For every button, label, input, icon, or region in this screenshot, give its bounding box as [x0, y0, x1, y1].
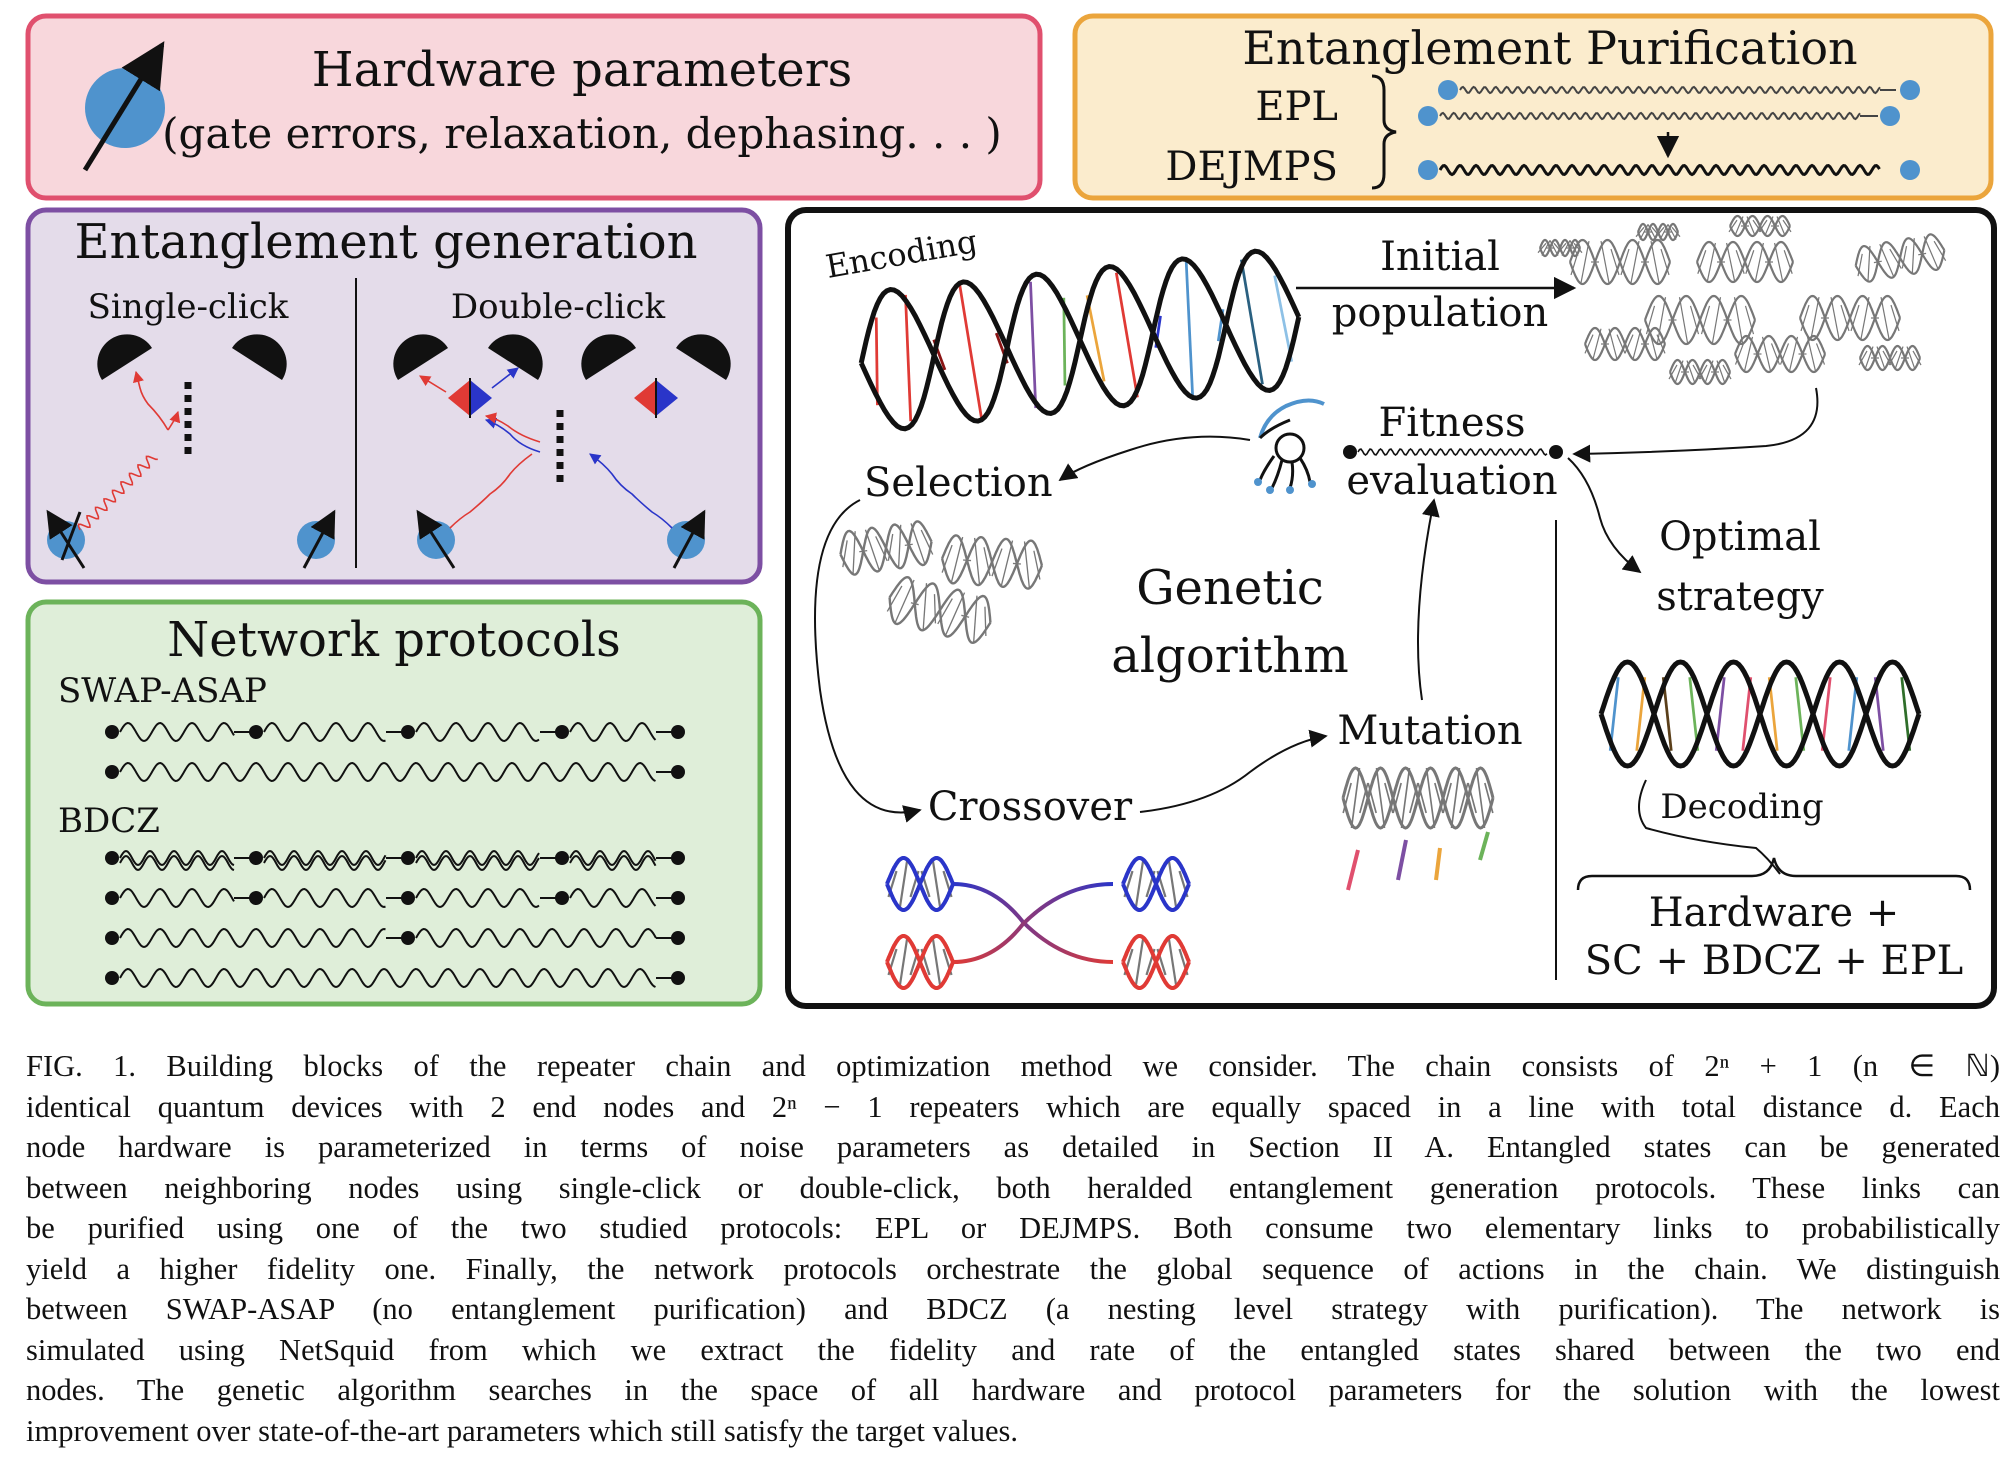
detector-icon	[581, 334, 636, 380]
protocol-dejmps: DEJMPS	[1165, 144, 1338, 190]
single-click-label: Single-click	[88, 287, 289, 327]
detector-icon	[97, 334, 152, 380]
mutation-label: Mutation	[1337, 708, 1522, 754]
detector-icon	[393, 334, 448, 380]
caption-line: between SWAP-ASAP (no entanglement purif…	[26, 1292, 2000, 1326]
strategy-label: strategy	[1656, 574, 1824, 620]
caption-line: identical quantum devices with 2 end nod…	[26, 1089, 2000, 1124]
caption-line: FIG. 1. Building blocks of the repeater …	[26, 1049, 2000, 1083]
detector-icon	[488, 334, 543, 380]
caption-line: simulated using NetSquid from which we e…	[26, 1332, 2000, 1367]
population-label: population	[1332, 290, 1548, 336]
caption-line: nodes. The genetic algorithm searches in…	[26, 1373, 2000, 1407]
double-click-label: Double-click	[451, 287, 666, 327]
brace	[1371, 74, 1397, 190]
generation-panel: Entanglement generation Single-click Dou…	[25, 207, 763, 585]
selection-dna	[839, 520, 1044, 645]
caption-line: improvement over state-of-the-art parame…	[26, 1413, 1019, 1448]
network-panel: Network protocols SWAP-ASAP BDCZ	[25, 599, 763, 1007]
protocol-swap-asap: SWAP-ASAP	[58, 671, 267, 711]
protocol-epl: EPL	[1255, 84, 1338, 130]
hardware-subtitle: (gate errors, relaxation, dephasing. . .…	[162, 109, 1002, 158]
encoding-dna	[858, 248, 1302, 432]
algorithm-title: algorithm	[1111, 628, 1349, 684]
optimal-label: Optimal	[1659, 514, 1821, 560]
purification-title: Entanglement Purification	[1242, 21, 1857, 75]
caption-line: between neighboring nodes using single-c…	[26, 1170, 2000, 1205]
evaluation-label: evaluation	[1346, 458, 1557, 504]
caption-line: yield a higher fidelity one. Finally, th…	[26, 1251, 2000, 1286]
purification-panel: Entanglement Purification EPL DEJMPS	[1072, 13, 1994, 201]
genetic-panel: Encoding Initial population Fitness eval…	[785, 207, 1997, 1009]
result-protocols: SC + BDCZ + EPL	[1585, 938, 1963, 984]
selection-label: Selection	[864, 460, 1053, 506]
detector-icon	[676, 334, 731, 380]
optimal-dna	[1598, 659, 1922, 769]
figure-caption: FIG. 1. Building blocks of the repeater …	[26, 1046, 2000, 1451]
initial-label: Initial	[1380, 234, 1500, 280]
protocol-bdcz: BDCZ	[58, 801, 160, 841]
caption-line: be purified using one of the two studied…	[26, 1211, 2000, 1245]
network-title: Network protocols	[167, 612, 621, 668]
mutation-dna	[1341, 766, 1495, 891]
crossover-dna	[885, 856, 1191, 990]
decoding-label: Decoding	[1660, 787, 1823, 827]
crossover-label: Crossover	[928, 784, 1133, 830]
generation-title: Entanglement generation	[74, 214, 697, 270]
fitness-label: Fitness	[1378, 400, 1525, 446]
decoding-brace	[1576, 857, 1972, 891]
population-dna	[1537, 214, 1947, 386]
hardware-title: Hardware parameters	[312, 42, 853, 98]
netsquid-logo	[1254, 398, 1325, 494]
spin-arrow-icon	[82, 41, 165, 172]
caption-line: node hardware is parameterized in terms …	[26, 1130, 2000, 1164]
result-hardware: Hardware +	[1649, 890, 1900, 936]
detector-icon	[232, 334, 287, 380]
figure-diagram: Hardware parameters (gate errors, relaxa…	[25, 13, 1997, 1009]
genetic-title: Genetic	[1136, 560, 1324, 616]
hardware-panel: Hardware parameters (gate errors, relaxa…	[25, 13, 1043, 201]
